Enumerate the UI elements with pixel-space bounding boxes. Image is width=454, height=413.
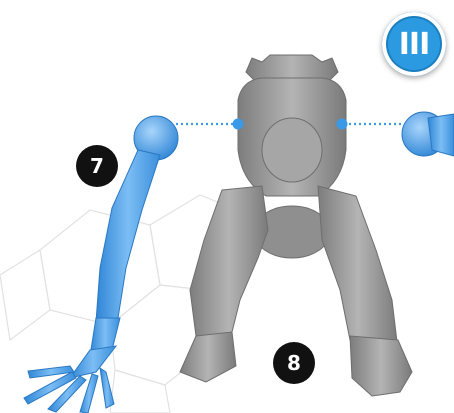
connector-point-left bbox=[233, 119, 244, 130]
arm-part-7-right bbox=[402, 112, 454, 156]
step-number-badge: III bbox=[382, 12, 446, 76]
connector-point-right bbox=[337, 119, 348, 130]
part-number-badge: 8 bbox=[273, 342, 315, 384]
part-number-badge: 7 bbox=[76, 145, 118, 187]
